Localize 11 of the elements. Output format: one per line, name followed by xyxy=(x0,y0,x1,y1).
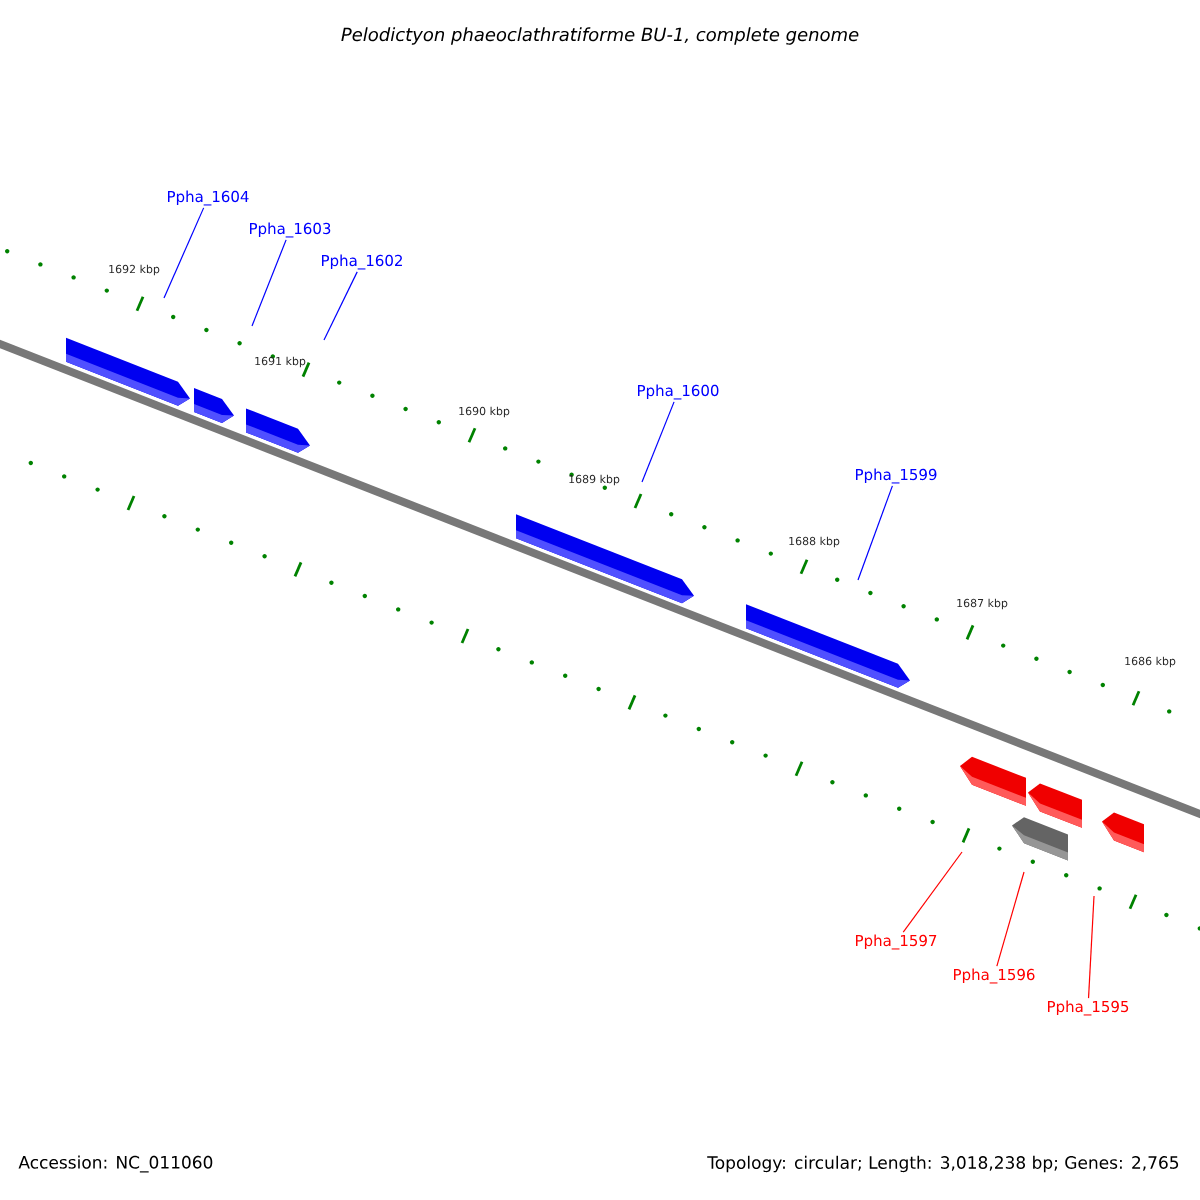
leader-line xyxy=(323,271,358,341)
leader-line xyxy=(857,485,893,581)
leader-line xyxy=(641,401,675,483)
leader-line xyxy=(996,871,1025,967)
genome-info-text: Topology: circular; Length: 3,018,238 bp; Genes: 2,765 xyxy=(707,1155,1179,1173)
leader-line xyxy=(251,239,287,327)
leader-line xyxy=(902,851,963,933)
leader-line xyxy=(163,207,205,299)
accession-text: Accession: NC_011060 xyxy=(18,1155,213,1173)
title: Pelodictyon phaeoclathratiforme BU-1, complete genome xyxy=(341,27,859,45)
leader-line xyxy=(1087,895,1095,999)
